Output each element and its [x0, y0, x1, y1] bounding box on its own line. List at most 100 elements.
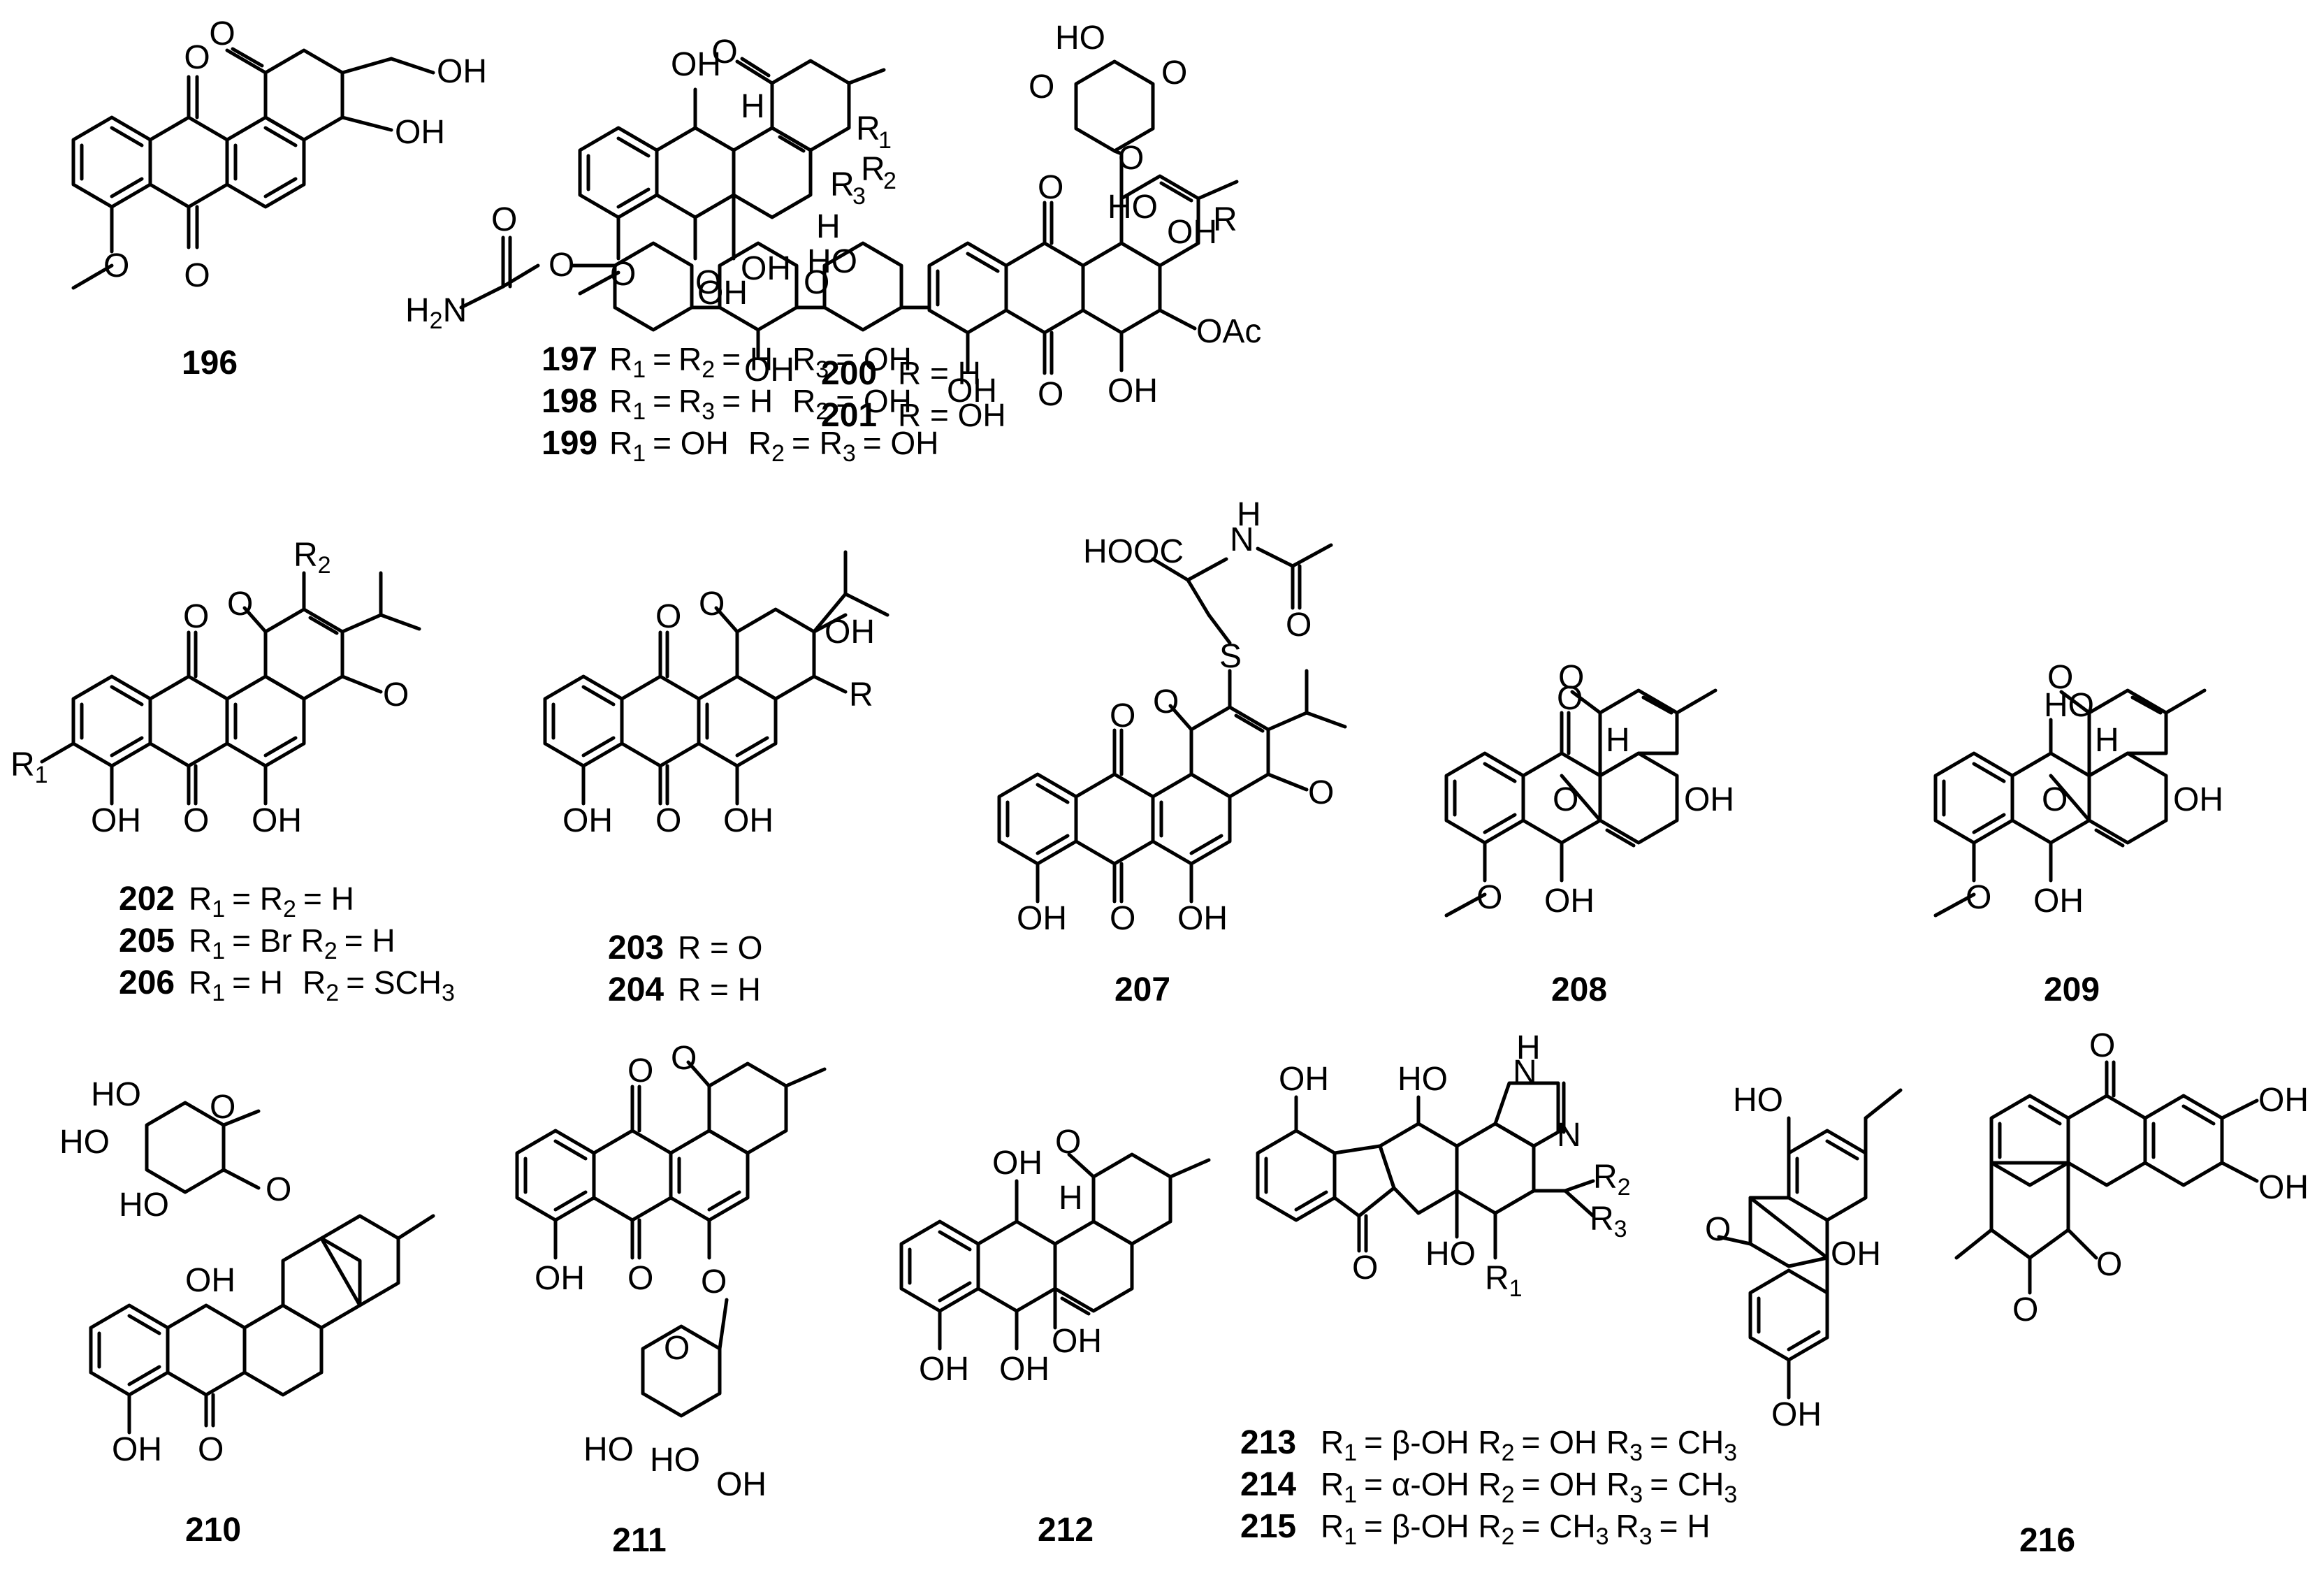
- label-o: O: [1038, 169, 1063, 206]
- label-o: O: [209, 15, 235, 52]
- label-n: N: [1513, 1054, 1537, 1091]
- compound-208: O O H O OH O OH 208: [1444, 659, 1734, 1008]
- label-r: R1: [1485, 1260, 1523, 1302]
- label-oh: OH: [697, 275, 748, 312]
- label-o: O: [1161, 55, 1187, 92]
- compound-211: O O O OH O O HO HO OH 211: [515, 1040, 827, 1559]
- label-oh: OH: [395, 114, 445, 151]
- label-oh: OH: [2258, 1169, 2309, 1206]
- label-o: O: [549, 247, 574, 284]
- compound-number: 205: [119, 922, 175, 959]
- label-oh: HO: [1107, 189, 1158, 226]
- caption: R1= R2= H: [189, 880, 354, 922]
- label-o: O: [1308, 774, 1334, 811]
- label-oh: OH: [1167, 214, 1217, 251]
- label-o: O: [1558, 659, 1584, 696]
- label-ho: HO: [1055, 20, 1105, 57]
- label-o: O: [2089, 1027, 2115, 1064]
- compound-number: 213: [1240, 1424, 1296, 1461]
- label-ho: HO: [1425, 1235, 1476, 1273]
- label-r: R2: [293, 537, 331, 579]
- compound-200-201: O O H2N O O OH HO O O OH OH OAc OH R HO …: [405, 20, 1261, 434]
- compound-number: 214: [1240, 1466, 1296, 1503]
- label-o: O: [184, 39, 210, 76]
- label-oh: OH: [723, 802, 774, 839]
- label-o: O: [184, 257, 210, 294]
- label-r: R2: [1593, 1159, 1631, 1201]
- label-o: O: [695, 264, 721, 301]
- compound-203-204: O O OH R O OH OH 203 R = O 204 R = H: [543, 550, 889, 1008]
- label-ho: HO: [59, 1124, 110, 1161]
- compound-212: OH O H OH OH OH 212: [899, 1124, 1211, 1549]
- label-o: O: [1110, 900, 1135, 937]
- label-r: R: [861, 151, 885, 188]
- label-o: O: [1038, 376, 1063, 413]
- label-o: O: [1029, 68, 1054, 106]
- caption: R1= Br R2= H: [189, 922, 395, 964]
- label-oh: OH: [1107, 372, 1158, 410]
- label-o: O: [183, 802, 209, 839]
- compound-number: 204: [608, 971, 664, 1008]
- compound-number: 209: [2044, 971, 2100, 1008]
- label-o: O: [1352, 1249, 1378, 1287]
- compound-number: 200: [821, 355, 877, 392]
- label-ho: HO: [1397, 1061, 1448, 1098]
- label-o: O: [266, 1171, 291, 1208]
- label-h: H: [1516, 1029, 1541, 1066]
- caption: R = O: [678, 929, 762, 966]
- compound-number: 198: [542, 383, 597, 420]
- label-oh: OH: [992, 1145, 1043, 1182]
- label-r: R: [856, 110, 880, 147]
- compound-number: 212: [1038, 1512, 1094, 1549]
- label-o: O: [1286, 607, 1312, 644]
- label-h: H: [816, 208, 841, 245]
- label-r: R: [849, 676, 873, 713]
- label-oh: OH: [947, 372, 997, 410]
- label-n: N: [1230, 521, 1254, 558]
- caption: R = OH: [898, 397, 1006, 433]
- label-ho: HO: [119, 1187, 169, 1224]
- label-sub: 1: [878, 127, 892, 154]
- compound-number: 197: [542, 341, 597, 378]
- label-oh: OH: [1544, 883, 1595, 920]
- compound-209: HO O H O OH O OH 209: [1933, 659, 2223, 1008]
- caption: R = H: [678, 971, 761, 1008]
- label-oh: OH: [91, 802, 141, 839]
- label-oh: OH: [252, 802, 302, 839]
- label-o: O: [1153, 683, 1179, 720]
- compound-number: 207: [1114, 971, 1170, 1008]
- compound-213-215: OH HO N H N O HO R1 R2 R3 213 R1= β-OH R…: [1240, 1029, 1737, 1550]
- label-oh: OH: [825, 614, 875, 651]
- label-oh: OH: [185, 1262, 235, 1299]
- label-ho: HO: [1733, 1082, 1783, 1119]
- caption: R = H: [898, 355, 981, 391]
- label-h: H: [1059, 1180, 1083, 1217]
- label-oh: OH: [741, 250, 791, 287]
- label-oh: OH: [919, 1351, 969, 1388]
- label-o: O: [1553, 781, 1578, 818]
- label-oh: OH: [112, 1431, 162, 1468]
- label-n: N: [1557, 1117, 1581, 1154]
- label-r: R: [1213, 201, 1237, 238]
- compound-207: S HOOC N H O O O O O OH OH 207: [997, 496, 1347, 1008]
- label-o: O: [2012, 1291, 2038, 1328]
- compound-number: 216: [2019, 1522, 2075, 1559]
- label-h: H: [1237, 496, 1261, 533]
- label-r: R: [830, 166, 855, 203]
- label-o: O: [210, 1089, 235, 1126]
- label-oh: OH: [437, 53, 487, 90]
- label-o: O: [227, 586, 253, 623]
- label-o: O: [198, 1431, 224, 1468]
- label-oac: OAc: [1196, 313, 1261, 350]
- label-o: O: [655, 802, 681, 839]
- label-h: H: [1606, 722, 1630, 759]
- compound-216: HO O OH OH O OH OH O O 216: [1705, 1027, 2309, 1559]
- label-o: O: [627, 1260, 653, 1297]
- label-ho: HO: [807, 243, 857, 280]
- label-o: O: [491, 201, 517, 238]
- label-r: R1: [10, 746, 48, 788]
